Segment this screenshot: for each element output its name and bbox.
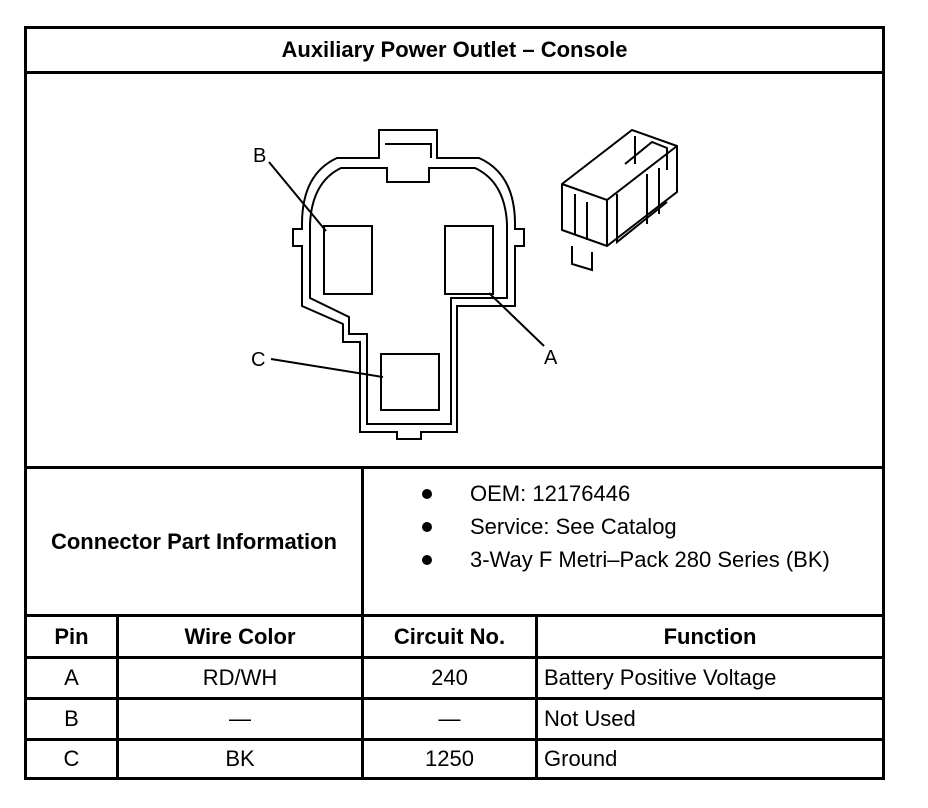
info-item: OEM: 12176446 xyxy=(364,477,882,510)
table-cell-function: Ground xyxy=(544,746,618,771)
bullet-icon xyxy=(422,488,432,499)
info-item-text: 3-Way F Metri–Pack 280 Series (BK) xyxy=(470,546,830,572)
info-divider xyxy=(27,614,882,617)
table-header-function: Function xyxy=(663,623,757,649)
leader-line-a xyxy=(488,292,545,347)
info-item: Service: See Catalog xyxy=(364,510,882,543)
info-item-text: OEM: 12176446 xyxy=(470,480,631,506)
cavity-a xyxy=(444,225,494,295)
connector-sheet: Auxiliary Power Outlet – Console B A C xyxy=(24,26,885,780)
table-cell-wire-color: — xyxy=(229,706,251,731)
table-cell-wire-color: BK xyxy=(225,746,255,771)
connector-iso-illustration xyxy=(561,128,678,272)
title-divider xyxy=(27,71,882,74)
sheet-title: Auxiliary Power Outlet – Console xyxy=(281,37,628,62)
table-row-divider xyxy=(27,697,882,700)
table-header-pin: Pin xyxy=(54,623,89,649)
connector-latch xyxy=(385,143,432,158)
table-cell-function: Battery Positive Voltage xyxy=(544,665,777,690)
table-row-divider xyxy=(27,656,882,659)
cavity-b xyxy=(323,225,373,295)
table-cell-pin: A xyxy=(64,665,79,690)
connector-info-list: OEM: 12176446 Service: See Catalog 3-Way… xyxy=(364,469,882,614)
table-cell-circuit: 240 xyxy=(431,665,468,690)
info-column-divider xyxy=(361,469,364,614)
table-header-circuit: Circuit No. xyxy=(393,623,506,649)
table-cell-function: Not Used xyxy=(544,706,636,731)
connector-housing-inner xyxy=(309,167,508,425)
cavity-c xyxy=(380,353,440,411)
table-cell-pin: C xyxy=(63,746,80,771)
info-item: 3-Way F Metri–Pack 280 Series (BK) xyxy=(364,543,882,576)
pin-label-b: B xyxy=(253,145,266,167)
bullet-icon xyxy=(422,554,432,565)
table-row-divider xyxy=(27,738,882,741)
connector-housing-outline xyxy=(292,129,525,440)
leader-line-c xyxy=(270,358,384,378)
table-cell-circuit: 1250 xyxy=(425,746,474,771)
pin-label-a: A xyxy=(544,347,558,369)
table-header-wire-color: Wire Color xyxy=(184,623,296,649)
table-cell-circuit: — xyxy=(438,706,461,731)
diagram-divider xyxy=(27,466,882,469)
connector-info-label: Connector Part Information xyxy=(50,528,337,554)
leader-line-b xyxy=(268,161,327,232)
bullet-icon xyxy=(422,521,432,532)
connector-face-diagram: B A C xyxy=(251,128,678,440)
info-item-text: Service: See Catalog xyxy=(470,513,677,539)
table-cell-wire-color: RD/WH xyxy=(202,665,278,690)
table-cell-pin: B xyxy=(64,706,79,731)
pin-label-c: C xyxy=(251,349,265,371)
